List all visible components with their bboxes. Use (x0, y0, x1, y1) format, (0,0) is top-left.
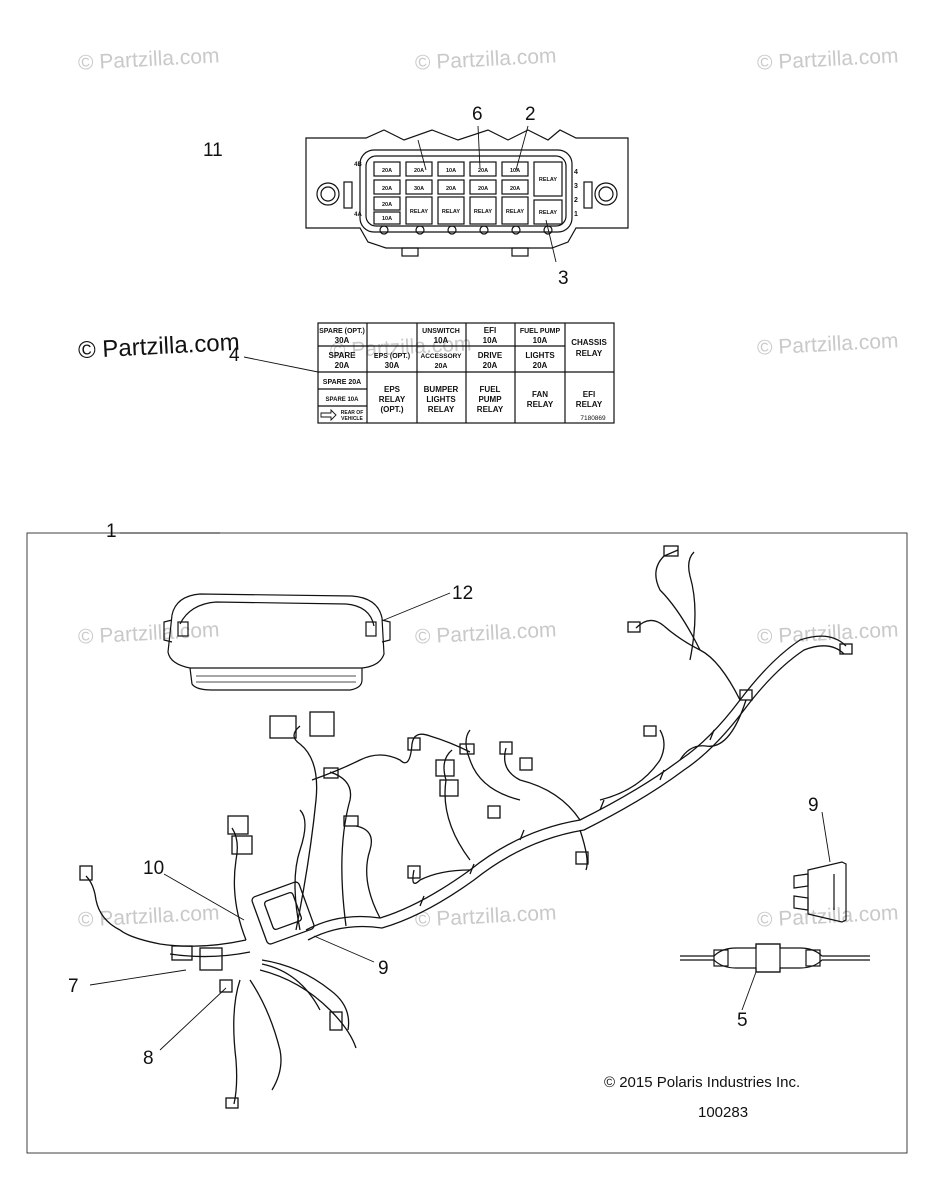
fuse-label (317, 322, 615, 424)
callout-2: 2 (525, 104, 536, 125)
fuse-box-side: 4 (574, 169, 578, 176)
callout-9: 9 (808, 795, 819, 816)
label-cell: 10A (483, 336, 498, 345)
label-cell: 10A (434, 336, 449, 345)
label-cell: RELAY (576, 400, 603, 409)
callout-11: 11 (203, 140, 223, 161)
wire-harness (79, 545, 853, 1109)
callout-7: 7 (68, 976, 79, 997)
callout-1: 1 (106, 521, 117, 542)
label-cell: EPS (OPT.) (374, 353, 410, 360)
fuse-box-slot: RELAY (539, 177, 557, 183)
callout-8: 8 (143, 1048, 154, 1069)
fuse-box-slot: 30A (414, 186, 424, 192)
diagram-id: 100283 (698, 1104, 749, 1121)
label-cell: RELAY (576, 349, 603, 358)
fuse-box-side: 2 (574, 197, 578, 204)
fuse-box-slot: 10A (382, 216, 392, 222)
fuse-box-cover (163, 593, 391, 691)
label-cell: ACCESSORY (421, 353, 463, 360)
label-cell: FUEL (480, 385, 501, 394)
spare-fuse (793, 861, 847, 923)
fuse-box-slot: 20A (414, 168, 424, 174)
label-cell: 20A (335, 361, 350, 370)
label-cell: EFI (583, 390, 595, 399)
label-cell: SPARE 20A (323, 379, 361, 386)
callout-4: 4 (229, 345, 240, 366)
callout-5: 5 (737, 1010, 748, 1031)
label-cell: RELAY (428, 405, 455, 414)
label-cell: FAN (532, 390, 548, 399)
assembly-border (26, 532, 908, 1154)
fuse-box-slot: 20A (510, 186, 520, 192)
fuse-label-text: SPARE (OPT.) 30A UNSWITCH 10A EFI 10A FU… (319, 326, 607, 422)
fuse-box-side: 1 (574, 211, 578, 218)
fuse-box-labels: 20A 20A 10A 20A 10A RELAY 20A 30A 20A 20… (354, 162, 578, 222)
label-cell: VEHICLE (341, 416, 363, 422)
leader-lines (89, 125, 831, 1051)
label-cell: (OPT.) (380, 405, 403, 414)
fuse-box-slot: RELAY (474, 209, 492, 215)
fuse-box-slot: RELAY (410, 209, 428, 215)
label-cell: PUMP (478, 395, 502, 404)
label-part-number: 7180869 (580, 415, 606, 422)
inline-fuse-holder (680, 943, 870, 973)
callout-10: 10 (143, 858, 165, 879)
fuse-box-side: 4B (354, 162, 362, 168)
label-cell: LIGHTS (525, 351, 555, 360)
label-cell: EFI (484, 326, 496, 335)
callout-6: 6 (472, 104, 483, 125)
label-cell: 20A (435, 363, 448, 370)
label-cell: REAR OF (341, 410, 364, 416)
label-cell: CHASSIS (571, 338, 607, 347)
label-cell: DRIVE (478, 351, 503, 360)
label-cell: 10A (533, 336, 548, 345)
label-cell: SPARE 10A (326, 397, 360, 403)
fuse-box-slot: 20A (446, 186, 456, 192)
fuse-box-side: 4A (354, 212, 362, 218)
fuse-box-slot: RELAY (506, 209, 524, 215)
label-cell: BUMPER (424, 385, 459, 394)
copyright: © 2015 Polaris Industries Inc. (604, 1074, 801, 1091)
label-cell: 30A (335, 336, 350, 345)
fuse-box-slot: 20A (478, 186, 488, 192)
fuse-box-slot: RELAY (442, 209, 460, 215)
label-cell: FUEL PUMP (520, 328, 561, 335)
callout-9: 9 (378, 958, 389, 979)
fuse-box-side: 3 (574, 183, 578, 190)
callout-12: 12 (452, 583, 474, 604)
label-cell: RELAY (527, 400, 554, 409)
fuse-box-slot: 20A (382, 202, 392, 208)
fuse-box-slot: 20A (382, 186, 392, 192)
fuse-box-slot: 10A (446, 168, 456, 174)
fuse-box-slot: 20A (382, 168, 392, 174)
label-cell: RELAY (477, 405, 504, 414)
label-cell: RELAY (379, 395, 406, 404)
label-cell: 20A (483, 361, 498, 370)
label-cell: SPARE (OPT.) (319, 328, 365, 335)
label-cell: 20A (533, 361, 548, 370)
fuse-box-slot: 20A (478, 168, 488, 174)
label-cell: SPARE (329, 351, 357, 360)
fuse-box-slot: RELAY (539, 210, 557, 216)
label-cell: LIGHTS (426, 395, 456, 404)
fuse-box-slot: 10A (510, 168, 520, 174)
label-cell: EPS (384, 385, 401, 394)
label-cell: 30A (385, 361, 400, 370)
callout-3: 3 (558, 268, 569, 289)
fuse-box (305, 129, 629, 257)
label-cell: UNSWITCH (422, 328, 460, 335)
